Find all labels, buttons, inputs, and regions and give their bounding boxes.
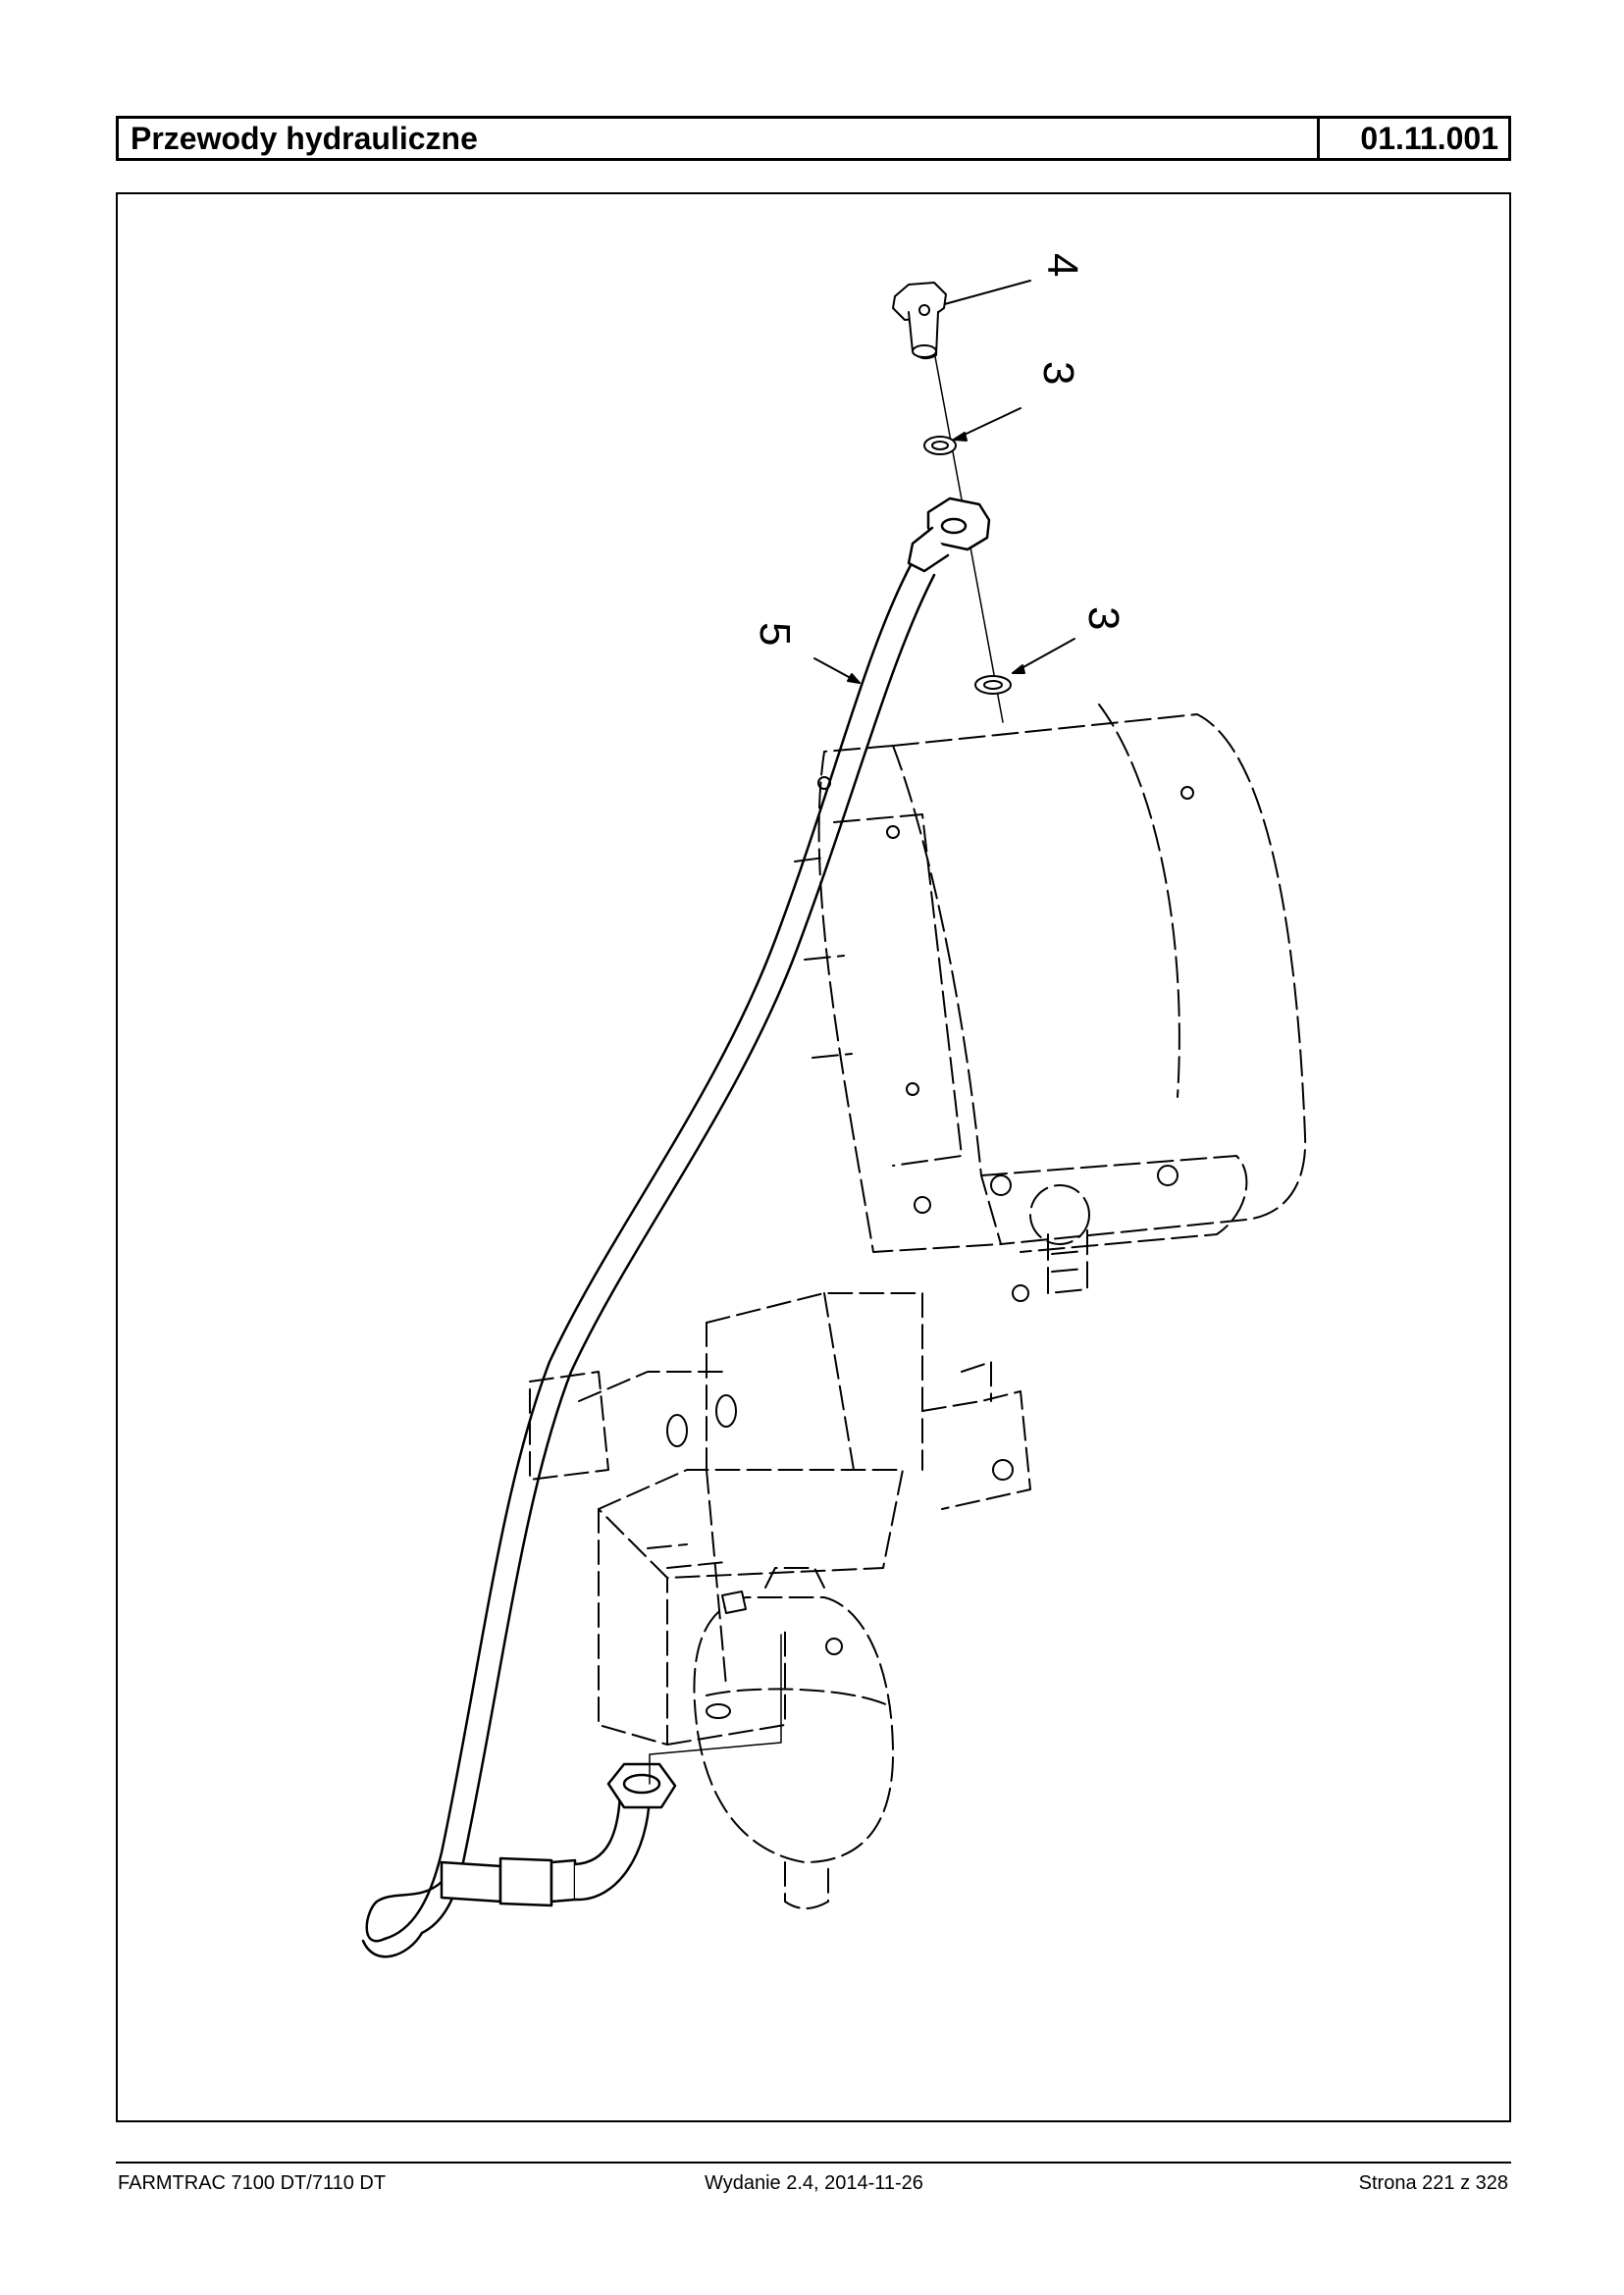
sealing-washer-upper xyxy=(923,436,957,455)
valve-block-ports xyxy=(666,1394,1014,1719)
callout-label-4: 4 xyxy=(1038,253,1086,277)
page-title: Przewody hydrauliczne xyxy=(119,119,1320,158)
banjo-fitting-part xyxy=(907,496,991,573)
valve-block-reference xyxy=(529,1292,1031,1746)
footer-edition: Wydanie 2.4, 2014-11-26 xyxy=(705,2172,923,2194)
footer-divider xyxy=(116,2162,1511,2164)
hydraulic-lines-diagram: 4 3 5 3 xyxy=(361,253,1307,1958)
callout-label-3-upper: 3 xyxy=(1034,361,1082,385)
page-header: Przewody hydrauliczne 01.11.001 xyxy=(116,116,1511,161)
connection-line xyxy=(649,1634,782,1785)
sealing-washer-lower xyxy=(974,675,1012,695)
pump-mount-holes xyxy=(817,776,1194,1302)
section-code: 01.11.001 xyxy=(1360,121,1498,156)
hydraulic-pipe-part xyxy=(361,563,936,1958)
leader-lines xyxy=(813,280,1075,684)
banjo-bolt-part xyxy=(892,282,947,360)
diagram-frame: 4 3 5 3 xyxy=(116,192,1511,2122)
hydraulic-pump-reference xyxy=(794,704,1307,1294)
footer-page-number: Strona 221 z 328 xyxy=(1358,2172,1508,2194)
callout-label-3-lower: 3 xyxy=(1079,606,1127,630)
footer-model: FARMTRAC 7100 DT/7110 DT xyxy=(118,2172,387,2194)
lower-elbow-fitting-part xyxy=(440,1762,677,1907)
accumulator-reference xyxy=(693,1567,894,1909)
callout-label-5: 5 xyxy=(751,622,799,646)
